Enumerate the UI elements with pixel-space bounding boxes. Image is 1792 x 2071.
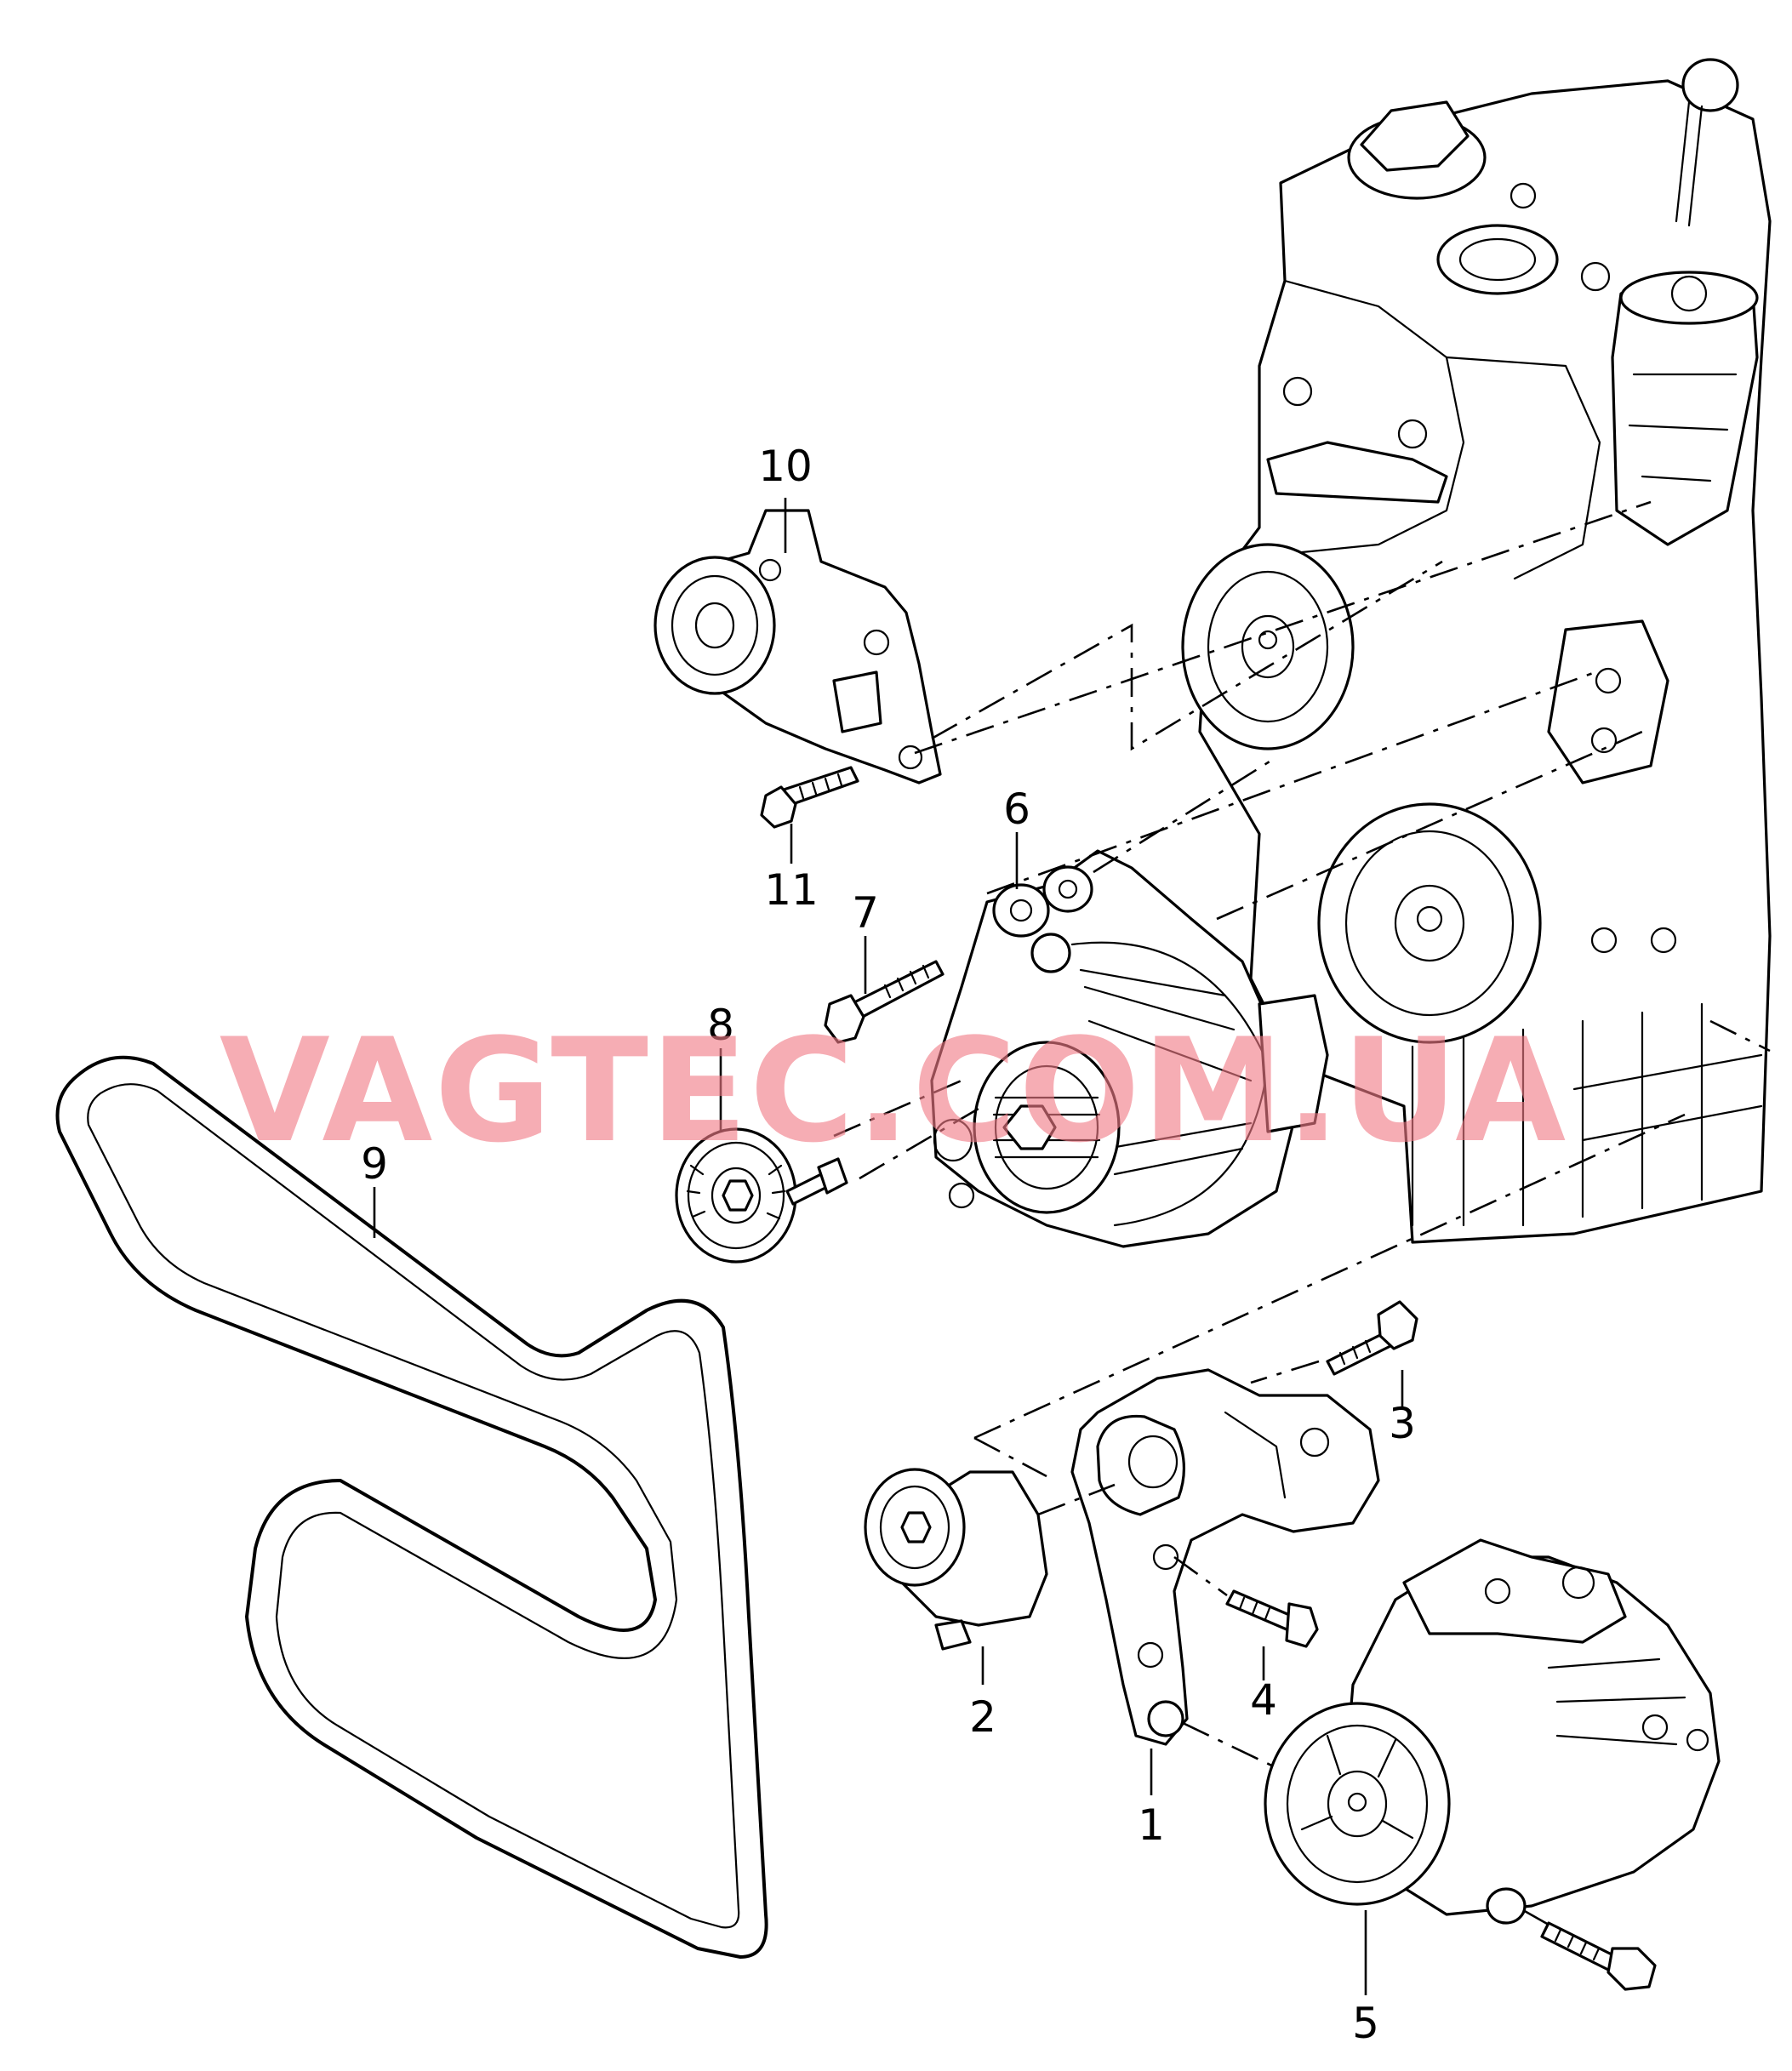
callout-7: 7 (852, 888, 879, 938)
callout-5: 5 (1352, 1999, 1379, 2048)
assembly-lines (833, 500, 1771, 1926)
part-2-tensioner-pulley (864, 1468, 1048, 1651)
watermark-text: VAGTEC.COM.UA (220, 1007, 1567, 1174)
part-7-bolt (824, 960, 945, 1044)
part-5-ac-compressor (1264, 1538, 1721, 1991)
part-8-idler-pulley (675, 1127, 848, 1264)
callout-3: 3 (1389, 1399, 1416, 1448)
part-9-ribbed-belt (55, 1055, 768, 1959)
callout-9: 9 (361, 1139, 388, 1189)
callout-6: 6 (1003, 784, 1030, 834)
callout-4: 4 (1250, 1675, 1277, 1725)
engine-block (1181, 58, 1772, 1244)
leader-lines (373, 498, 1404, 1995)
part-4-bolt (1225, 1589, 1319, 1648)
part-1-bracket (1070, 1368, 1380, 1746)
callout-1: 1 (1138, 1800, 1165, 1850)
callout-11: 11 (764, 865, 819, 915)
part-11-bolt (760, 766, 859, 829)
callout-10: 10 (758, 442, 813, 491)
callout-2: 2 (969, 1692, 996, 1742)
callout-labels: 10 11 6 7 8 9 3 2 4 1 5 (361, 442, 1416, 2048)
part-3-bolt (1326, 1300, 1418, 1376)
part-10-belt-tensioner (653, 509, 942, 784)
part-6-alternator (930, 849, 1329, 1248)
callout-8: 8 (707, 1001, 734, 1050)
